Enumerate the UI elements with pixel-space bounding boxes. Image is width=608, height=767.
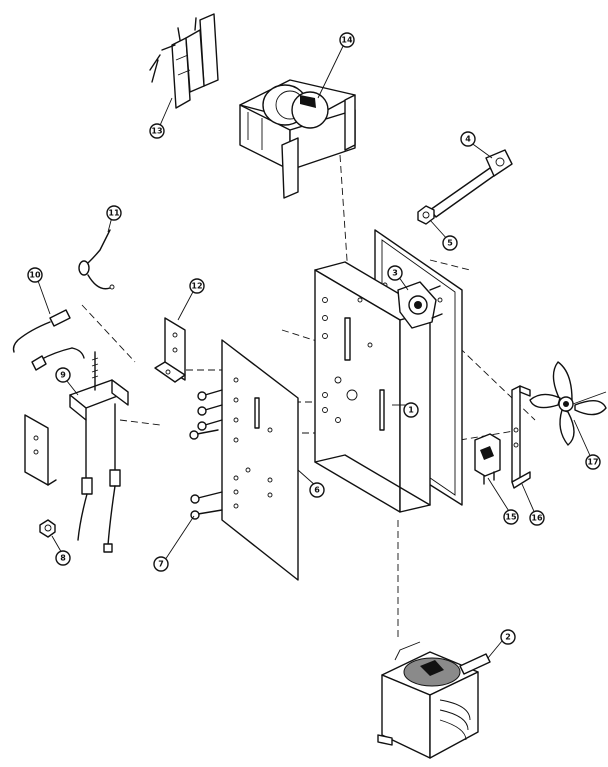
part-3-fan-motor [397, 281, 443, 329]
callout-12-label: 12 [191, 282, 202, 291]
callout-14: 14 [339, 32, 355, 48]
callout-5-label: 5 [447, 239, 453, 248]
part-7-screws [189, 389, 223, 520]
assembly-leader-lines [81, 154, 536, 640]
part-4-rod-assembly [429, 149, 513, 218]
part-16-fan-bracket [511, 385, 531, 489]
callout-9: 9 [55, 367, 71, 383]
callout-6: 6 [309, 482, 325, 498]
callout-11: 11 [106, 205, 122, 221]
part-9-stud-bracket [69, 351, 129, 553]
part-6-front-plate [221, 339, 299, 581]
callout-10-label: 10 [29, 271, 41, 280]
callout-8: 8 [55, 550, 71, 566]
callout-17: 17 [585, 454, 601, 470]
callout-11-label: 11 [108, 209, 120, 218]
part-8-nut [39, 519, 56, 538]
callout-4: 4 [460, 131, 476, 147]
callout-16-label: 16 [531, 514, 543, 523]
callout-16: 16 [529, 510, 545, 526]
part-10-cord [12, 309, 85, 371]
callout-3-label: 3 [392, 269, 398, 278]
callout-15: 15 [503, 509, 519, 525]
callout-1: 1 [403, 402, 419, 418]
callout-13-label: 13 [151, 127, 162, 136]
callout-12: 12 [189, 278, 205, 294]
part-11-wire-fuse [78, 229, 115, 290]
part-13-terminal-bracket [149, 13, 219, 109]
part-12-bracket [154, 317, 186, 383]
callout-3: 3 [387, 265, 403, 281]
callout-7-label: 7 [158, 560, 164, 569]
callout-5: 5 [442, 235, 458, 251]
part-14-transformer [239, 79, 356, 199]
callout-9-label: 9 [60, 371, 66, 380]
callout-1-label: 1 [408, 406, 414, 415]
part-2-transformer [377, 641, 491, 759]
callout-8-label: 8 [60, 554, 66, 563]
callout-15-label: 15 [505, 513, 517, 522]
callout-7: 7 [153, 556, 169, 572]
callout-4-label: 4 [465, 135, 471, 144]
callout-2-label: 2 [505, 633, 511, 642]
callout-6-label: 6 [314, 486, 320, 495]
left-small-bracket [24, 414, 57, 486]
callout-14-label: 14 [341, 36, 353, 45]
callout-13: 13 [149, 123, 165, 139]
part-17-fan-blade [529, 361, 607, 446]
callout-2: 2 [500, 629, 516, 645]
part-5-nut [417, 205, 435, 225]
callout-17-label: 17 [587, 458, 598, 467]
part-15-switch [474, 433, 501, 485]
callout-10: 10 [27, 267, 43, 283]
